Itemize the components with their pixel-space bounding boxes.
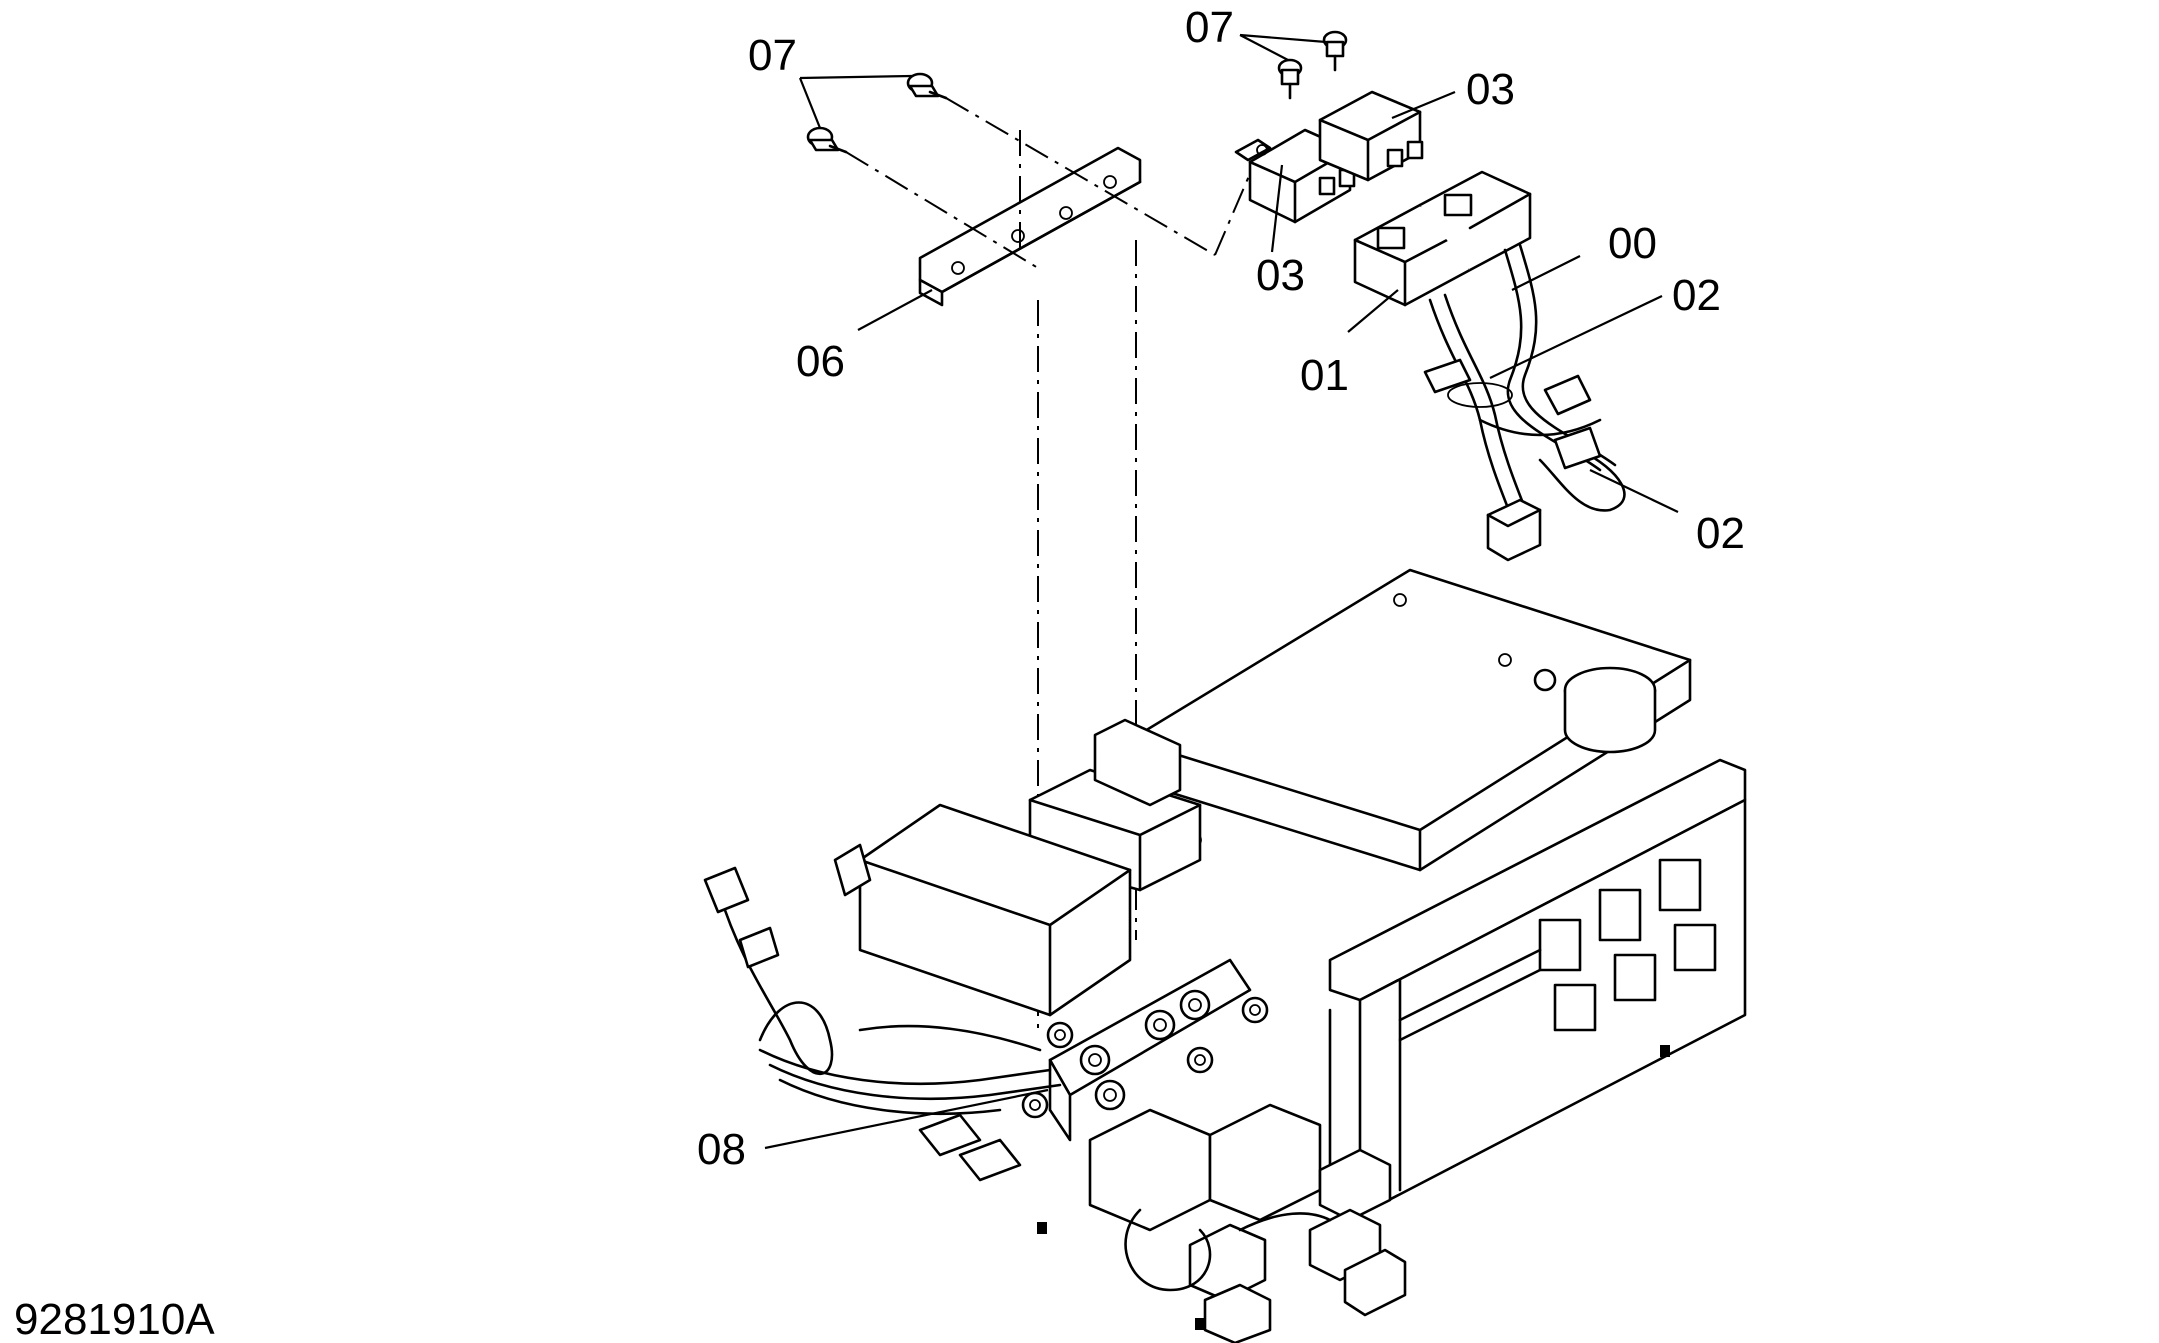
callout-03: 03 bbox=[1466, 65, 1515, 114]
callout-07: 07 bbox=[1185, 3, 1234, 52]
relay-assembly bbox=[1234, 30, 1424, 224]
callout-06: 06 bbox=[796, 337, 845, 386]
bolt-icon bbox=[806, 126, 848, 154]
callout-08: 08 bbox=[697, 1125, 746, 1174]
screw-icon bbox=[1322, 30, 1348, 72]
callout-02: 02 bbox=[1696, 509, 1745, 558]
callout-03: 03 bbox=[1256, 251, 1305, 300]
leader-lines bbox=[764, 33, 1679, 1150]
callout-00: 00 bbox=[1608, 219, 1657, 268]
harness-assembly bbox=[1353, 170, 1626, 562]
figure-id: 9281910A bbox=[14, 1295, 215, 1343]
screw-icon bbox=[1277, 58, 1303, 100]
callout-01: 01 bbox=[1300, 351, 1349, 400]
callout-07: 07 bbox=[748, 31, 797, 80]
bolt-icon bbox=[906, 72, 948, 100]
main-unit bbox=[703, 568, 1747, 1343]
relay-socket-row bbox=[1538, 858, 1717, 1032]
nut-icon bbox=[1021, 989, 1269, 1119]
callout-02: 02 bbox=[1672, 271, 1721, 320]
